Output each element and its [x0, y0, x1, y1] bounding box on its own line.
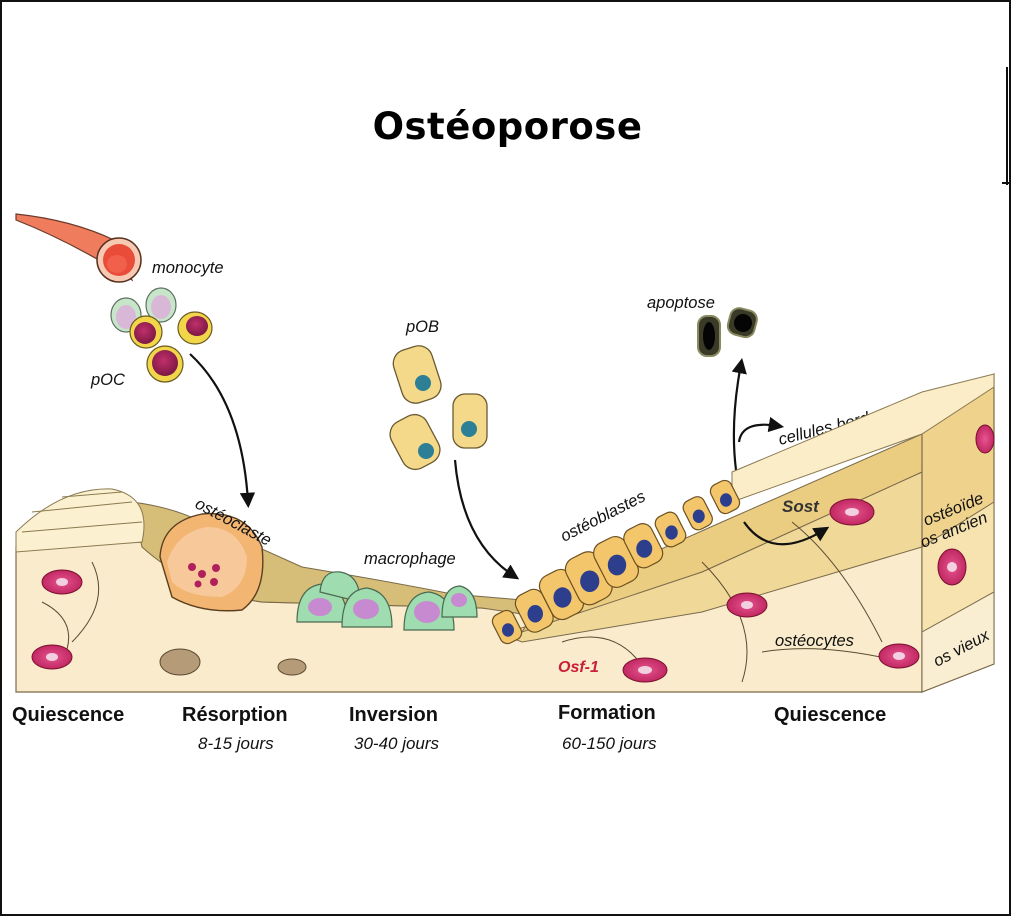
label-osf1: Osf-1 [558, 659, 599, 676]
phase-quiescence-end: Quiescence [774, 704, 887, 726]
label-poc: pOC [90, 371, 125, 389]
edge-tick-mark [1002, 182, 1009, 184]
label-osteocytes: ostéocytes [775, 632, 854, 650]
label-monocyte: monocyte [152, 259, 224, 277]
phase-formation: Formation [558, 702, 656, 724]
arrow-to-lining-cells [737, 416, 785, 443]
diagram-title: Ostéoporose [372, 105, 643, 148]
label-macrophage: macrophage [364, 550, 456, 568]
duration-inversion: 30-40 jours [354, 734, 440, 753]
osteoblast-nucleus [720, 493, 732, 507]
blood-vessel [15, 213, 142, 283]
osteoblast-nucleus [502, 623, 514, 637]
osteoblast-nucleus [692, 509, 705, 523]
osteoclast-cell [159, 512, 264, 612]
arrow-poc-to-osteoclast [189, 353, 256, 509]
phase-inversion: Inversion [349, 704, 438, 726]
duration-formation: 60-150 jours [562, 734, 657, 753]
osteoblast-nucleus [665, 525, 678, 540]
osteoblast-nucleus [607, 554, 627, 576]
arrow-pob-to-osteoblasts [453, 459, 520, 580]
macrophage-cells [296, 571, 478, 631]
osteoblast-cells [491, 479, 741, 645]
empty-lacunae [159, 648, 307, 676]
osteoblast-nucleus [527, 605, 544, 623]
phase-quiescence-start: Quiescence [12, 704, 125, 726]
phase-resorption: Résorption [182, 704, 288, 726]
apoptotic-cells [697, 307, 758, 357]
poc-cells [129, 311, 213, 383]
osteoblast-nucleus [636, 539, 653, 558]
osteocyte-cells [31, 424, 995, 683]
osteoblast-nucleus [580, 570, 600, 593]
label-sost: Sost [782, 497, 820, 516]
edge-line [1006, 67, 1008, 185]
duration-resorption: 8-15 jours [198, 734, 274, 753]
pob-cells [389, 345, 488, 471]
arrow-sost [743, 521, 830, 546]
label-apoptose: apoptose [647, 294, 715, 312]
osteoblast-nucleus [553, 587, 572, 608]
label-pob: pOB [405, 318, 439, 336]
arrow-to-apoptosis [731, 357, 747, 471]
